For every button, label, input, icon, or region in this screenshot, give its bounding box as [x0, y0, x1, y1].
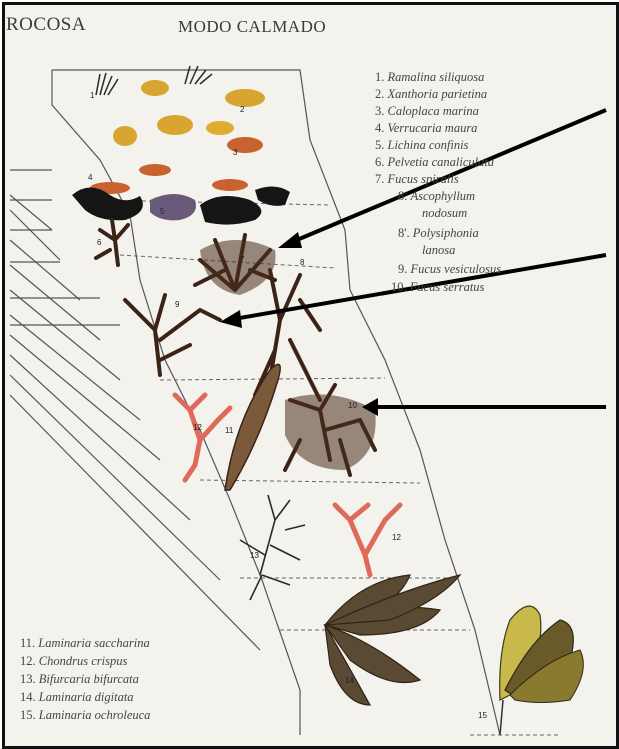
legend-item-3: 3. Caloplaca marina	[375, 104, 479, 119]
label-6: 6	[97, 238, 102, 247]
legend-item-14: 14. Laminaria digitata	[20, 690, 134, 705]
label-2: 2	[240, 105, 245, 114]
lichina-black	[200, 196, 261, 225]
lichina-black	[255, 186, 290, 205]
laminaria-digitata	[325, 575, 460, 705]
fucus-serratus-body	[285, 394, 376, 470]
verrucaria-patch	[150, 194, 196, 220]
legend-item-2: 2. Xanthoria parietina	[375, 87, 487, 102]
fucus-vesiculosus-frond	[125, 295, 220, 375]
legend-item-6: 6. Pelvetia canaliculata	[375, 155, 494, 170]
legend-item-8-cont: nodosum	[422, 206, 467, 221]
label-3: 3	[233, 148, 238, 157]
legend-item-13: 13. Bifurcaria bifurcata	[20, 672, 139, 687]
laminaria-ochroleuca	[500, 606, 584, 735]
legend-item-9: 9. Fucus vesiculosus	[398, 262, 501, 277]
caloplaca-patch	[139, 164, 171, 176]
bifurcaria-bifurcata	[240, 495, 305, 600]
xanthoria-patch	[225, 89, 265, 107]
label-15: 15	[478, 711, 487, 720]
label-9: 9	[175, 300, 180, 309]
lichen-zone	[72, 66, 290, 225]
legend-item-8prime-cont: lanosa	[422, 243, 455, 258]
label-12a: 12	[193, 423, 202, 432]
label-10: 10	[348, 401, 357, 410]
label-1: 1	[90, 91, 95, 100]
arrowhead	[278, 232, 302, 248]
xanthoria-patch	[157, 115, 193, 135]
label-4: 4	[88, 173, 93, 182]
legend-item-15: 15. Laminaria ochroleuca	[20, 708, 150, 723]
label-11: 11	[225, 426, 234, 435]
legend-item-12: 12. Chondrus crispus	[20, 654, 127, 669]
fucus-spiralis-body	[200, 240, 276, 295]
header-calm-mode: MODO CALMADO	[178, 17, 326, 37]
legend-item-11: 11. Laminaria saccharina	[20, 636, 150, 651]
label-8: 8	[300, 258, 305, 267]
legend-item-4: 4. Verrucaria maura	[375, 121, 477, 136]
xanthoria-patch	[206, 121, 234, 135]
chondrus-frond	[175, 395, 230, 480]
arrowhead	[220, 310, 242, 328]
legend-item-7: 7. Fucus spiralis	[375, 172, 459, 187]
label-5: 5	[160, 207, 165, 216]
xanthoria-patch	[141, 80, 169, 96]
header-rocky: ROCOSA	[6, 14, 86, 36]
caloplaca-patch	[212, 179, 248, 191]
chondrus-frond	[335, 505, 400, 575]
legend-item-10: 10. Fucus serratus	[391, 280, 484, 295]
legend-item-1: 1. Ramalina siliquosa	[375, 70, 484, 85]
label-12b: 12	[392, 533, 401, 542]
label-14: 14	[345, 676, 354, 685]
label-13: 13	[250, 551, 259, 560]
legend-item-8: 8. Ascophyllum	[398, 189, 475, 204]
label-7: 7	[240, 255, 245, 264]
xanthoria-patch	[113, 126, 137, 146]
legend-item-5: 5. Lichina confinis	[375, 138, 468, 153]
legend-item-8prime: 8'. Polysiphonia	[398, 226, 479, 241]
